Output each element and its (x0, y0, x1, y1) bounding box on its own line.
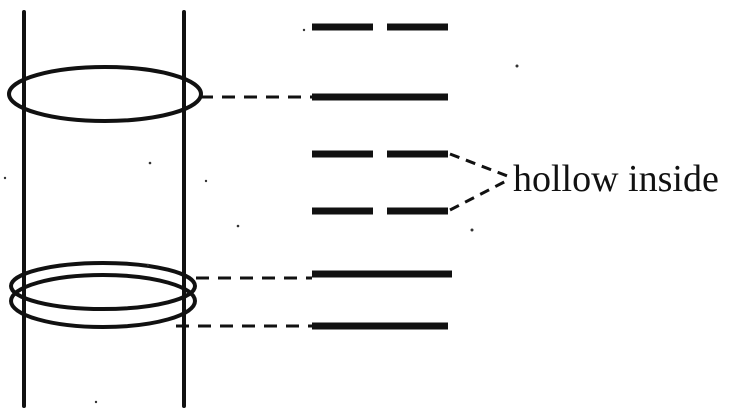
lower-double-ring (9, 261, 197, 329)
lower-ring-top-ellipse (9, 261, 197, 311)
upper-ring (7, 65, 203, 123)
leader-lines (176, 95, 312, 328)
cross-section-bars (312, 23, 452, 330)
scan-specks (3, 28, 519, 404)
label-pointers (449, 152, 511, 212)
lower-ring-bottom-ellipse (9, 273, 197, 329)
hollow-inside-label: hollow inside (513, 158, 719, 200)
upper-ring-ellipse (7, 65, 203, 123)
pointer-lower (449, 177, 511, 212)
pointer-upper (449, 152, 511, 179)
